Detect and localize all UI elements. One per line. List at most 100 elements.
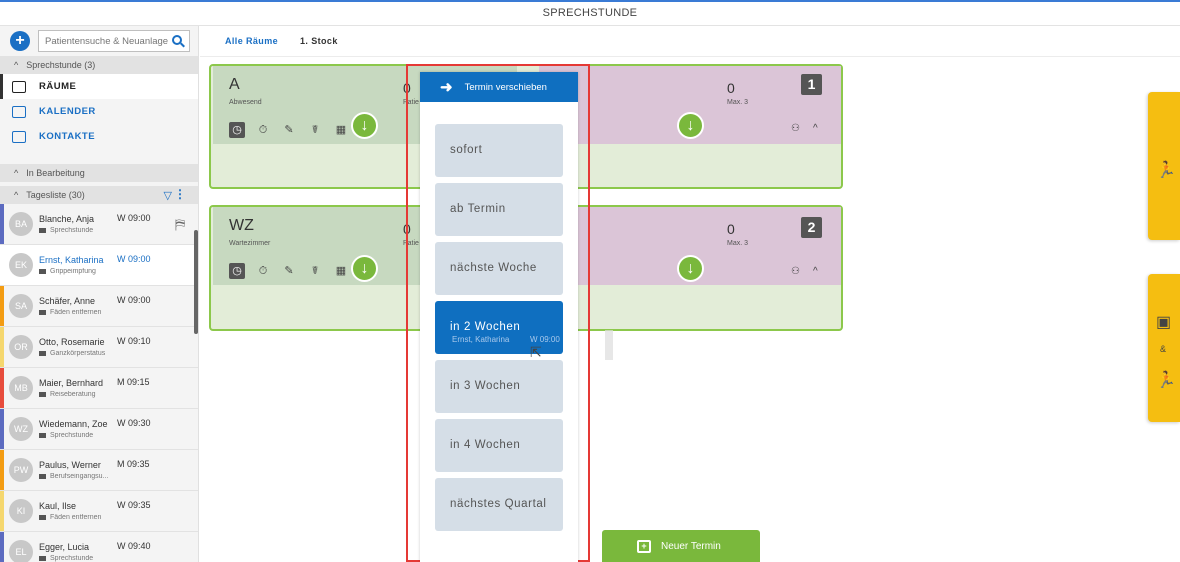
download-icon[interactable]: ↓ — [677, 255, 704, 282]
nav-item-kalender[interactable]: KALENDER — [0, 99, 198, 124]
patient-time: W 09:00 — [117, 295, 151, 305]
patient-appointment-type: Fäden entfernen — [39, 309, 115, 316]
room-max: Max. 3 — [727, 99, 749, 106]
new-appointment-button[interactable]: + Neuer Termin — [602, 530, 760, 562]
exit-person-icon[interactable]: ⛿ — [175, 216, 186, 232]
reschedule-option[interactable]: ab Termin — [435, 183, 563, 236]
calendar-plus-icon: + — [637, 539, 651, 553]
room-number-badge: 1 — [801, 74, 822, 95]
lab-icon[interactable]: ▦ — [335, 265, 347, 277]
download-icon[interactable]: ↓ — [677, 112, 704, 139]
tag-icon — [39, 515, 46, 520]
persons-icon[interactable]: ⚇ — [791, 266, 800, 277]
category-color-bar — [0, 532, 4, 562]
category-color-bar — [0, 286, 4, 326]
reschedule-popup: ➜ Termin verschieben sofort ab Termin näch… — [420, 72, 578, 562]
add-patient-button[interactable]: + — [10, 31, 30, 51]
patient-appointment-type: Sprechstunde — [39, 555, 115, 562]
popup-header: ➜ Termin verschieben — [420, 72, 578, 102]
patient-time: W 09:30 — [117, 418, 151, 428]
download-icon[interactable]: ↓ — [351, 255, 378, 282]
drag-ghost-fragment — [605, 330, 613, 360]
patient-appointment-type: Grippeimpfung — [39, 268, 115, 275]
patient-appointment-type: Sprechstunde — [39, 227, 115, 234]
in-bearbeitung-section-header[interactable]: ^ In Bearbeitung — [0, 164, 198, 182]
category-color-bar — [0, 368, 4, 408]
stethoscope-icon[interactable]: ☤ — [311, 265, 319, 277]
avatar: WZ — [9, 417, 33, 441]
download-icon[interactable]: ↓ — [351, 112, 378, 139]
exit-person-icon: 🏃 — [1156, 372, 1176, 389]
reschedule-option[interactable]: in 3 Wochen — [435, 360, 563, 413]
patient-appointment-type: Sprechstunde — [39, 432, 115, 439]
room-icons-row: ◷ ⏱ ✎ ☤ ▦ — [229, 263, 359, 279]
stopwatch-icon[interactable]: ⏱ — [258, 265, 268, 277]
category-color-bar — [0, 491, 4, 531]
reschedule-option[interactable]: nächste Woche — [435, 242, 563, 295]
chevron-up-icon[interactable]: ^ — [813, 123, 818, 134]
lab-icon[interactable]: ▦ — [335, 124, 347, 136]
patient-appointment-type: Fäden entfernen — [39, 514, 115, 521]
room-patients-label: Patie — [403, 99, 419, 106]
patient-name: Schäfer, Anne — [39, 296, 96, 306]
breadcrumb-all-rooms[interactable]: Alle Räume — [225, 36, 279, 46]
clock-icon[interactable]: ◷ — [229, 263, 245, 279]
patient-name: Paulus, Werner — [39, 460, 101, 470]
persons-icon[interactable]: ⚇ — [791, 123, 800, 134]
more-vertical-icon[interactable]: ⋮ — [174, 187, 186, 201]
syringe-icon[interactable]: ✎ — [284, 124, 294, 136]
chevron-up-icon: ^ — [14, 190, 19, 200]
patient-time: W 09:35 — [117, 500, 151, 510]
reschedule-option[interactable]: sofort — [435, 124, 563, 177]
tag-icon — [39, 269, 46, 274]
tag-icon — [39, 392, 46, 397]
room-name: A — [229, 76, 240, 93]
patient-search-input[interactable] — [45, 35, 171, 47]
scrollbar-thumb[interactable] — [194, 230, 198, 334]
stopwatch-icon[interactable]: ⏱ — [258, 124, 268, 136]
avatar: EK — [9, 253, 33, 277]
category-color-bar — [0, 409, 4, 449]
nav-item-kontakte[interactable]: KONTAKTE — [0, 124, 198, 149]
tag-icon — [39, 433, 46, 438]
nav-item-raeume[interactable]: RÄUME — [0, 74, 198, 99]
room-count-right: 0 — [727, 80, 735, 96]
patient-search-field[interactable] — [38, 30, 190, 52]
patient-time: W 09:00 — [117, 213, 151, 223]
reschedule-option[interactable]: nächstes Quartal — [435, 478, 563, 531]
sprechstunde-section-header[interactable]: ^ Sprechstunde (3) — [0, 56, 198, 74]
stethoscope-icon[interactable]: ☤ — [311, 124, 319, 136]
clock-icon[interactable]: ◷ — [229, 122, 245, 138]
filter-icon[interactable]: ▽ — [163, 190, 172, 202]
room-status: Wartezimmer — [229, 240, 271, 247]
syringe-icon[interactable]: ✎ — [284, 265, 294, 277]
breadcrumb-floor[interactable]: 1. Stock — [300, 36, 338, 46]
avatar: MB — [9, 376, 33, 400]
right-tab-calendar-exit[interactable]: ▣ & 🏃 — [1148, 274, 1180, 422]
reschedule-option[interactable]: in 4 Wochen — [435, 419, 563, 472]
patient-name: Wiedemann, Zoe — [39, 419, 108, 429]
search-icon[interactable] — [172, 35, 182, 45]
exit-person-icon: 🏃 — [1156, 162, 1176, 179]
avatar: KI — [9, 499, 33, 523]
patient-time: M 09:15 — [117, 377, 150, 387]
calendar-icon — [12, 105, 26, 118]
chevron-up-icon[interactable]: ^ — [813, 266, 818, 277]
ampersand-label: & — [1160, 344, 1167, 354]
right-tab-exit[interactable]: 🏃 — [1148, 92, 1180, 240]
tagesliste-section-header[interactable]: ^ Tagesliste (30) ▽ ⋮ — [0, 186, 198, 204]
